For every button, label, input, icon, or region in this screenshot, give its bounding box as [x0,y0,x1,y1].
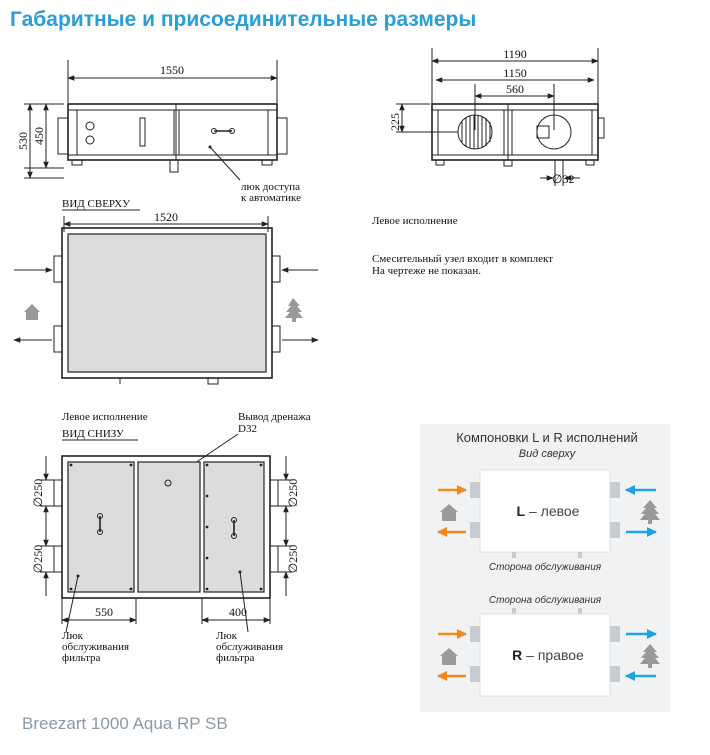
dim-560: 560 [506,82,524,96]
house-icon [440,504,458,521]
dim-1150: 1150 [503,66,527,80]
hatch-right-3: фильтра [216,652,255,664]
house-icon [24,304,40,320]
fan-grille [461,115,491,149]
tree-icon [640,500,660,524]
layouts-subtitle: Вид сверху [519,448,577,460]
dim-530: 530 [16,132,30,150]
side-elevation: 1190 1150 560 225 [388,47,605,186]
view-above-label: ВИД СВЕРХУ [62,198,130,210]
layouts-title: Компоновки L и R исполнений [456,430,638,445]
note-mixing-2: На чертеже не показан. [372,265,481,277]
dia-250-2: ∅250 [31,545,45,573]
dia-250-4: ∅250 [286,545,300,573]
model-name: Breezart 1000 Aqua RP SB [22,714,228,733]
dim-1550: 1550 [160,63,184,77]
layout-r-label: R – правое [512,647,584,663]
tree-icon [640,644,660,668]
note-left-version: Левое исполнение [372,215,458,227]
bottom-left-version: Левое исполнение [62,411,148,423]
dim-pipe-32: ∅32 [552,172,574,186]
access-label-line2: к автоматике [241,192,301,204]
page-title: Габаритные и присоединительные размеры [10,8,477,31]
view-from-below: Левое исполнение ВИД СНИЗУ Вывод дренажа… [31,411,311,664]
layout-l-letter: L [517,503,526,519]
hatch-right-2: обслуживания [216,641,283,653]
drain-label-2: D32 [238,423,257,435]
layout-l-service-side: Сторона обслуживания [489,561,602,573]
drain-label-1: Вывод дренажа [238,411,311,423]
house-icon [440,648,458,665]
hatch-left-3: фильтра [62,652,101,664]
dim-225: 225 [388,113,402,131]
note-mixing-1: Смесительный узел входит в комплект [372,253,553,265]
dia-250-3: ∅250 [286,479,300,507]
view-below-label: ВИД СНИЗУ [62,428,124,440]
layout-r-text: – правое [522,647,584,663]
layouts-inset: Компоновки L и R исполнений Вид сверху L… [420,424,670,712]
dim-1190: 1190 [503,47,527,61]
hatch-left-1: Люк [62,630,84,642]
tree-icon [285,298,303,322]
layout-l-label: L – левое [517,503,580,519]
hatch-left-2: обслуживания [62,641,129,653]
layout-l-text: – левое [525,503,580,519]
dim-450: 450 [32,127,46,145]
hatch-right-1: Люк [216,630,238,642]
dia-250-1: ∅250 [31,479,45,507]
dim-400: 400 [229,605,247,619]
front-elevation: 1550 530 450 люк доступа к автом [16,60,301,204]
view-from-above: ВИД СВЕРХУ 1520 [13,198,319,385]
layout-r-letter: R [512,647,522,663]
dim-550: 550 [95,605,113,619]
access-label-line1: люк доступа [241,181,300,193]
layout-r-service-side: Сторона обслуживания [489,594,602,606]
dim-1520: 1520 [154,210,178,224]
